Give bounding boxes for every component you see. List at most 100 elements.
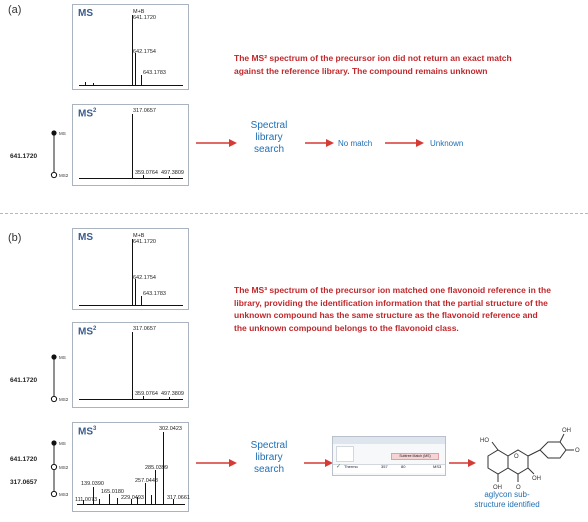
peak-c xyxy=(93,487,94,504)
aglycon-identified-label: aglycon sub-structure identified xyxy=(474,490,540,509)
tree-tag-ms2: MS2 xyxy=(59,465,69,470)
peak-g xyxy=(173,499,174,504)
spectrum-title: MS2 xyxy=(78,108,97,120)
tree-tag-ms2: MS2 xyxy=(59,173,69,178)
peak-main xyxy=(163,432,164,504)
adduct-label: M+B xyxy=(133,9,145,15)
svg-text:OH: OH xyxy=(562,428,571,434)
tree-tag-ms3: MS3 xyxy=(59,492,69,497)
tree-tag-ms: MS xyxy=(59,131,66,136)
precursor-mz-label: 641.1720 xyxy=(10,153,38,160)
spectrum-title: MS3 xyxy=(78,426,97,438)
spectral-library-search-label: Spectral library search xyxy=(250,440,288,475)
minor-peak xyxy=(99,499,100,504)
peak-label-2: 642.1754 xyxy=(133,275,156,281)
peak-3 xyxy=(141,296,142,305)
minor-peak xyxy=(151,495,152,504)
panel-a-label: (a) xyxy=(8,4,22,16)
svg-text:HO: HO xyxy=(480,438,489,444)
peak-label-main: 317.0657 xyxy=(133,108,156,114)
noise-peak xyxy=(85,82,86,85)
panel-b-label: (b) xyxy=(8,232,22,244)
peak-label-3: 497.3809 xyxy=(161,170,184,176)
window-titlebar xyxy=(333,437,445,444)
arrow-to-result xyxy=(305,139,334,147)
check-icon: ✓ xyxy=(336,464,342,470)
tree-tag-ms2: MS2 xyxy=(59,397,69,402)
row-col2: MS3 xyxy=(433,464,442,469)
minor-peak xyxy=(143,175,144,178)
peak-2 xyxy=(135,53,136,85)
library-result-window: Subtree Match (MS) ✓ Thermo 357 80 MS3 xyxy=(332,436,446,476)
svg-text:O: O xyxy=(514,454,519,460)
minor-peak xyxy=(137,497,138,504)
arrow-to-structure xyxy=(449,459,476,467)
panel-a-ms-spectrum: MS M+B 641.1720 642.1754 643.1783 xyxy=(72,4,189,90)
row-score: 357 xyxy=(381,464,388,469)
peak-label-2: 359.0764 xyxy=(135,391,158,397)
peak-b xyxy=(145,483,146,504)
minor-peak xyxy=(117,498,118,504)
tree-tag-ms: MS xyxy=(59,441,66,446)
section-divider xyxy=(0,213,588,214)
panel-b-annotation: The MS³ spectrum of the precursor ion ma… xyxy=(234,285,551,333)
tree-tag-ms: MS xyxy=(59,355,66,360)
peak-label-3: 643.1783 xyxy=(143,70,166,76)
precursor-mz-label: 641.1720 xyxy=(10,456,38,463)
minor-peak xyxy=(143,396,144,399)
peak-label-main: 302.0423 xyxy=(159,426,182,432)
arrow-to-search xyxy=(196,139,237,147)
panel-b-precursor-tree xyxy=(50,354,58,403)
peak-e xyxy=(131,499,132,504)
minor-peak xyxy=(169,176,170,178)
svg-text:OH: OH xyxy=(532,476,541,482)
secondary-mz-label: 317.0657 xyxy=(10,479,38,486)
peak-main xyxy=(132,15,133,85)
peak-label-b: 257.0448 xyxy=(135,478,158,484)
row-source-label: Thermo xyxy=(344,464,358,469)
peak-label-g: 317.0661 xyxy=(167,495,190,501)
peak-3 xyxy=(141,75,142,85)
svg-text:O: O xyxy=(575,448,580,454)
baseline xyxy=(77,504,185,505)
peak-a xyxy=(155,470,156,504)
spectrum-title: MS2 xyxy=(78,326,97,338)
panel-b-ms3-tree xyxy=(50,440,58,498)
peak-d xyxy=(109,494,110,504)
structure-thumbnail xyxy=(336,446,354,462)
peak-label-d: 165.0180 xyxy=(101,489,124,495)
peak-2 xyxy=(135,279,136,305)
baseline xyxy=(79,85,183,86)
peak-label-2: 642.1754 xyxy=(133,49,156,55)
adduct-label: M+B xyxy=(133,233,145,239)
peak-main xyxy=(132,114,133,178)
panel-b-ms-spectrum: MS M+B 641.1720 642.1754 643.1783 xyxy=(72,228,189,310)
arrow-to-library xyxy=(304,459,333,467)
unknown-label: Unknown xyxy=(430,139,464,148)
spectrum-title: MS xyxy=(78,232,93,243)
peak-label-main: 641.1720 xyxy=(133,239,156,245)
peak-label-e: 229.0493 xyxy=(121,495,144,501)
spectrum-title: MS xyxy=(78,8,93,19)
match-cell: Subtree Match (MS) xyxy=(391,453,439,460)
panel-b-ms2-spectrum: MS2 317.0657 359.0764 497.3809 xyxy=(72,322,189,408)
peak-label-a: 285.0399 xyxy=(145,465,168,471)
no-match-label: No match xyxy=(338,139,373,148)
peak-label-main: 317.0657 xyxy=(133,326,156,332)
peak-label-3: 497.3809 xyxy=(161,391,184,397)
svg-text:OH: OH xyxy=(493,485,502,491)
baseline xyxy=(79,399,183,400)
peak-main xyxy=(132,239,133,305)
peak-label-3: 643.1783 xyxy=(143,291,166,297)
svg-text:O: O xyxy=(516,485,521,491)
peak-label-2: 359.0764 xyxy=(135,170,158,176)
arrow-to-search xyxy=(196,459,237,467)
panel-a-precursor-tree xyxy=(50,130,58,179)
baseline xyxy=(79,178,183,179)
peak-label-f: 111.0073 xyxy=(75,497,98,503)
peak-label-c: 139.0390 xyxy=(81,481,104,487)
panel-a-annotation: The MS² spectrum of the precursor ion di… xyxy=(234,53,512,76)
row-col1: 80 xyxy=(401,464,406,469)
flavonoid-structure: HO OH O OH OH O O xyxy=(480,428,580,491)
noise-peak xyxy=(93,83,94,85)
